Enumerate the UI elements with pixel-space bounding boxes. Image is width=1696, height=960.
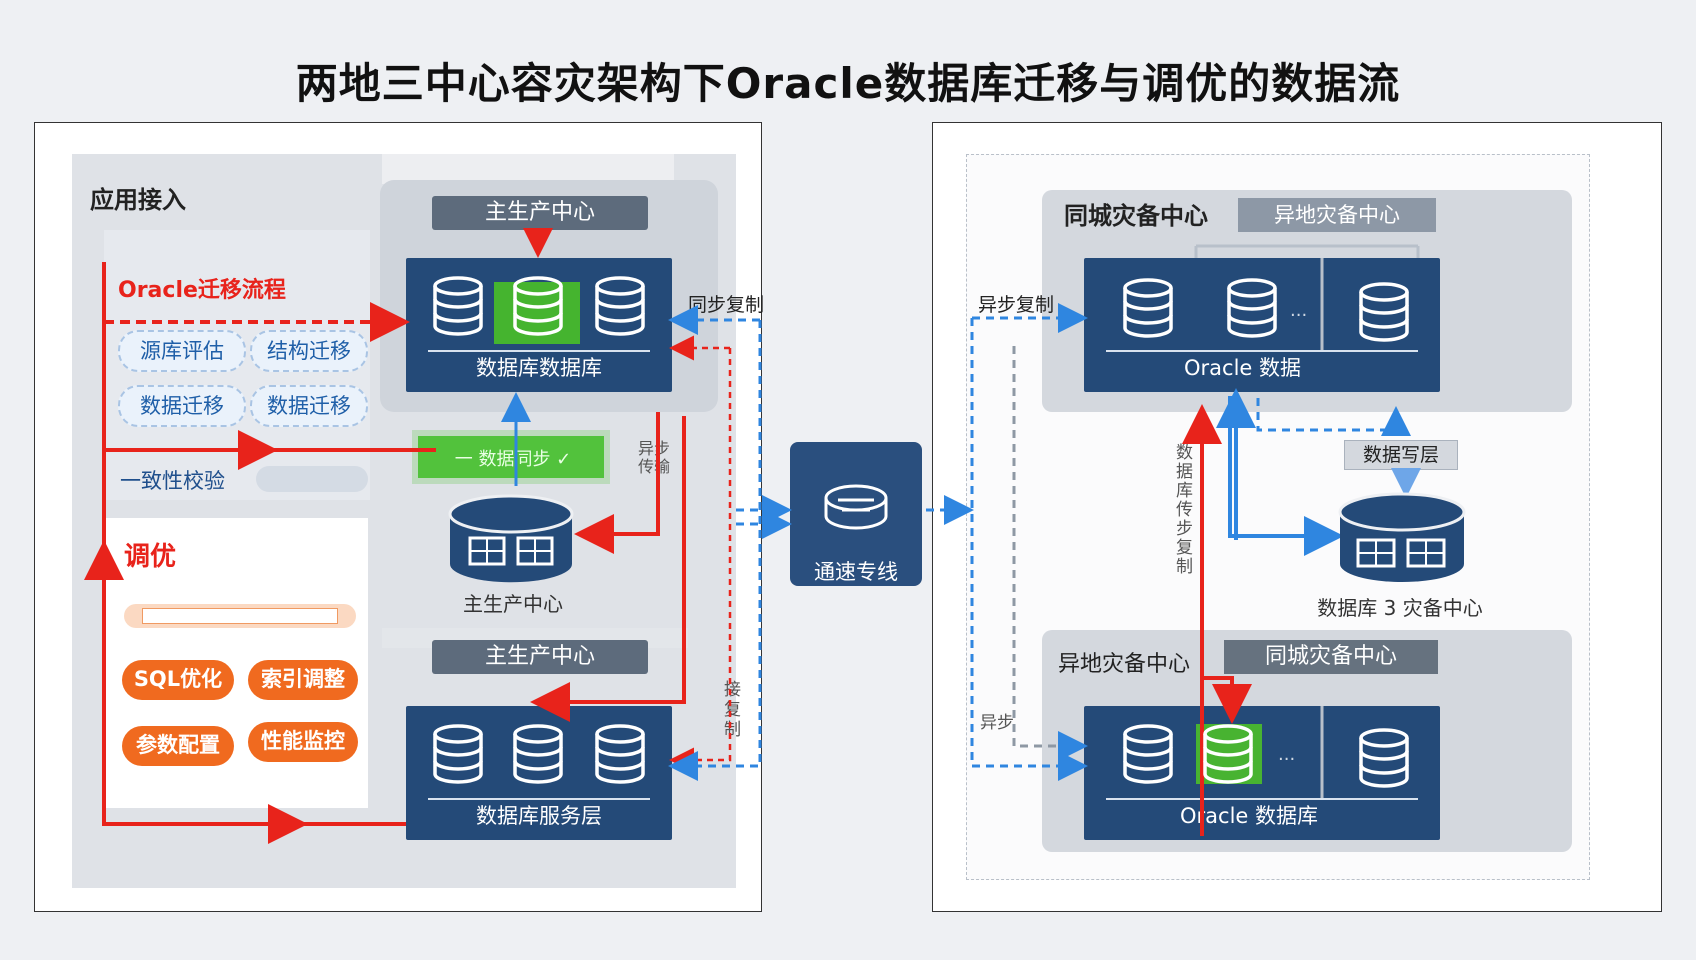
service-layer-box: 数据库服务层 <box>406 706 672 840</box>
vertical-replication-note: 数据库传步复制 <box>1176 443 1193 577</box>
main-center-banner-top: 主生产中心 <box>432 196 648 230</box>
sync-banner-text: 一 数据同步 ✓ <box>454 449 572 470</box>
sync-copy-label: 同步复制 <box>688 294 765 316</box>
right-async-note: 异步 <box>980 713 1014 733</box>
red-migration-flow <box>84 262 686 844</box>
tuning-sql[interactable]: SQL优化 <box>122 660 234 700</box>
async-copy-label: 异步复制 <box>978 294 1055 316</box>
service-layer-rule <box>428 798 650 800</box>
main-center-banner-bottom: 主生产中心 <box>432 640 648 674</box>
right-blue-async <box>970 303 1411 781</box>
migration-item-source-eval[interactable]: 源库评估 <box>118 330 246 372</box>
right-grey-verticals <box>1194 244 1420 798</box>
right-bottom-ellipsis: ... <box>1278 744 1296 765</box>
blue-dashed-sync <box>668 305 974 781</box>
main-cylinder-icon <box>448 494 574 583</box>
right-top-ellipsis: ... <box>1290 300 1308 321</box>
right-bottom-db-icons <box>1123 724 1409 788</box>
main-db-label: 数据库数据库 <box>476 356 602 380</box>
async-note-1: 异步传输 <box>638 439 671 476</box>
page-title: 两地三中心容灾架构下Oracle数据库迁移与调优的数据流 <box>295 59 1401 108</box>
service-layer-label: 数据库服务层 <box>476 804 602 828</box>
right-bottom-banner: 同城灾备中心 <box>1224 640 1438 674</box>
main-db-icons <box>433 276 645 336</box>
app-access-label: 应用接入 <box>90 186 186 214</box>
tuning-progress-inner <box>142 608 338 624</box>
dr-cylinder-label: 数据库 3 灾备中心 <box>1317 596 1483 620</box>
dedicated-line-box <box>790 442 922 586</box>
migration-item-structure[interactable]: 结构迁移 <box>250 330 368 372</box>
async-note-2: 接复制 <box>724 680 741 740</box>
tuning-param[interactable]: 参数配置 <box>122 726 234 766</box>
right-top-group-label: 同城灾备中心 <box>1064 202 1208 230</box>
right-top-banner: 异地灾备中心 <box>1238 198 1436 232</box>
main-db-rule <box>428 350 650 352</box>
main-cylinder-label: 主生产中心 <box>463 592 563 616</box>
right-blue-solid <box>1216 388 1344 556</box>
right-red-flow <box>1182 404 1252 836</box>
right-bottom-db-rule <box>1106 798 1418 800</box>
service-db-icons <box>433 724 645 784</box>
dedicated-line-label: 通速专线 <box>814 560 898 584</box>
dedicated-line-icon <box>824 484 888 530</box>
tuning-title: 调优 <box>124 542 177 572</box>
dr-cylinder-icon <box>1338 492 1466 582</box>
migration-item-data-1[interactable]: 数据迁移 <box>118 385 246 427</box>
consistency-bar <box>256 466 368 492</box>
migration-title: Oracle迁移流程 <box>118 278 286 303</box>
tuning-monitor[interactable]: 性能监控 <box>248 722 358 762</box>
tuning-index[interactable]: 索引调整 <box>248 660 358 700</box>
tuning-progress <box>124 604 356 628</box>
sync-banner <box>418 436 604 478</box>
right-bottom-group-label: 异地灾备中心 <box>1058 652 1191 677</box>
red-dashed-feedback <box>669 335 732 773</box>
right-top-db-rule <box>1106 350 1418 352</box>
right-top-db-label: Oracle 数据 <box>1184 356 1302 380</box>
left-top-strip <box>382 154 674 184</box>
consistency-label: 一致性校验 <box>120 469 225 493</box>
right-top-db-icons <box>1123 278 1409 342</box>
migration-item-data-2[interactable]: 数据迁移 <box>250 385 368 427</box>
